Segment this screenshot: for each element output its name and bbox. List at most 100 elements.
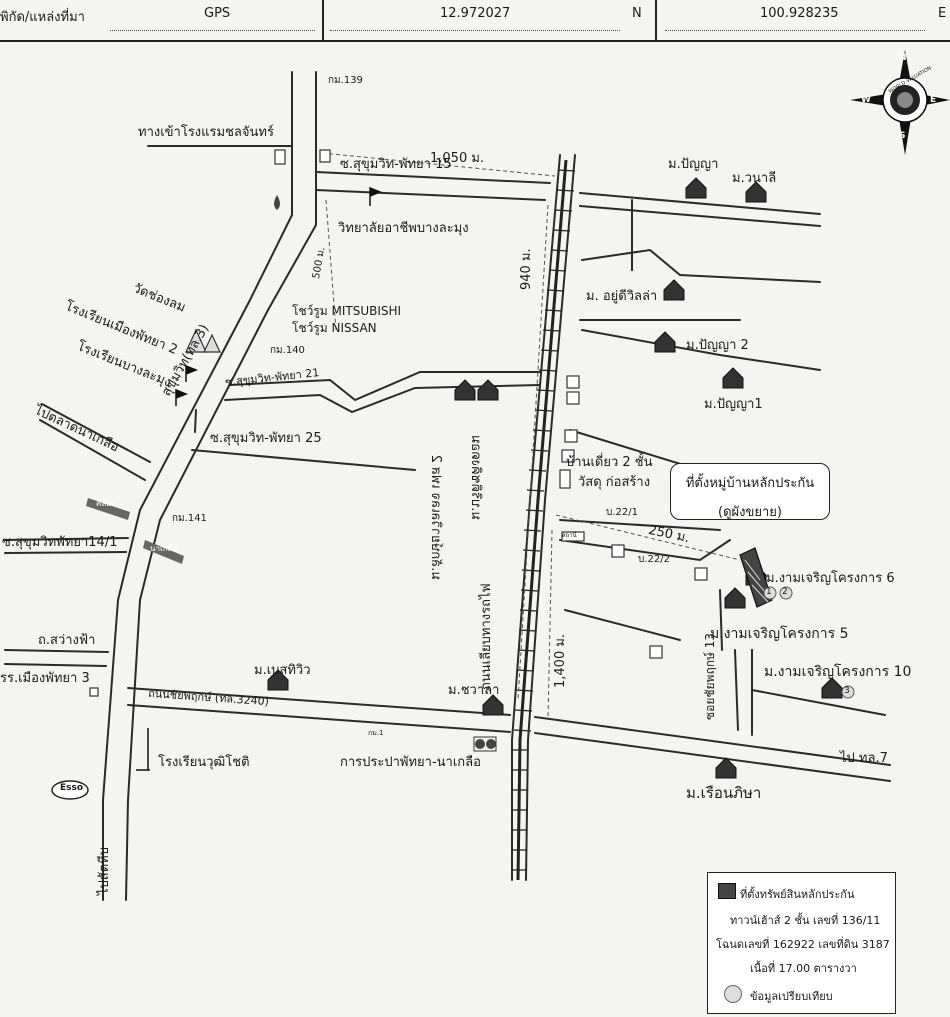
latitude-value: 12.972027 [440,6,511,21]
latitude-direction: N [632,6,642,21]
km141-marker: กม.141 [172,513,207,524]
ngam10-road [751,689,886,716]
soi15-road-edge [315,189,546,201]
label-college: วิทยาลัยอาชีพบางละมุง [338,221,469,236]
chaiyaphruek-road-edge [127,704,511,733]
compass-north: N [899,53,907,63]
label-wanalee: ม.วนาลี [732,171,777,186]
label-school-pattaya3: รร.เมืองพัทยา 3 [0,671,90,686]
soi15-road-edge [315,171,551,184]
east-road [559,519,721,531]
soi14-road-edge [4,551,127,554]
label-b22-1: บ.22/1 [606,507,638,518]
east-road [564,609,681,641]
east-road [559,539,731,562]
utility-icons [274,195,496,749]
subject-callout: ที่ตั้งหมู่บ้านหลักประกัน (ดูผังขยาย) [670,463,830,520]
subject-swatch [718,883,736,899]
temple-icon [185,328,221,353]
label-to-sattahip: ไปสัตหีบ [97,847,112,895]
label-punya1: ม.ปัญญา1 [704,397,763,412]
km139-marker: กม.139 [328,75,363,86]
label-canal: คลอง [96,499,115,508]
sukhumvit-road-edge [125,71,317,901]
house-icon [267,669,289,691]
longitude-direction: E [938,6,947,21]
label-chawala: ม.ชวาลา [448,683,500,698]
east-road [581,248,821,283]
dotted-underline [665,30,925,31]
label-soi14-1: ซ.สุขุมวิทพัทยา14/1 [2,535,118,550]
comparable-swatch [724,985,742,1003]
house-icon [722,367,744,389]
house-icon [454,379,476,401]
dotted-underline [330,30,620,31]
market-road-edge [39,419,146,481]
east-road [581,329,821,371]
label-lakya: ม.ลักษ์ยาวิลเลจ เฟส 2 [428,454,443,580]
label-ngam10: ม.งามเจริญโครงการ 10 [764,664,912,680]
house-icon [482,694,504,716]
header-divider [655,0,657,40]
legend-compare: ข้อมูลเปรียบเทียบ [750,990,833,1003]
sawangfa-road-edge [4,663,107,667]
legend-line2: โฉนดเลขที่ 162922 เลขที่ดิน 3187 [716,938,890,951]
house-icon [821,677,843,699]
soi-stub [194,409,197,433]
label-besview: ม.เบสทิวิว [254,663,311,678]
dotted-underline [110,30,315,31]
label-soi25: ซ.สุขุมวิท-พัทยา 25 [210,431,322,446]
soi21-road-edge [229,371,541,402]
soi14-road-edge [4,537,129,541]
coordinates-label: พิกัด/แหล่งที่มา [0,10,85,25]
coordinates-header: พิกัด/แหล่งที่มา GPS 12.972027 N 100.928… [0,0,950,42]
compass-west: W [861,95,871,105]
label-ngam6: ม.งามเจริญโครงการ 6 [766,571,895,586]
label-naklue: นาเกลือ [150,544,178,553]
house-icon [745,181,767,203]
esso-text: Esso [60,783,84,793]
header-divider [322,0,324,40]
label-station: สถานี [562,532,577,539]
label-soi15: ซ.สุขุมวิท-พัทยา 15 [340,157,452,172]
house-icon [663,279,685,301]
house-icons [267,177,843,779]
label-soi-chaiyaphruek13: ซอยชัยพฤกษ์ 13 [703,633,717,720]
gps-source: GPS [204,6,231,21]
comparable-2: 2 [782,587,788,597]
longitude-value: 100.928235 [760,6,839,21]
sawangfa-road-edge [4,649,109,653]
chaiyaphruek-road-edge [127,687,511,716]
label-school-wuttichot: โรงเรียนวุฒิโชติ [158,755,250,770]
comparable-markers [763,586,855,699]
label-rail-road: ถนนเลียบทางรถไฟ [479,583,494,690]
comparable-1: 1 [766,587,772,597]
legend-subject-title: ที่ตั้งทรัพย์สินหลักประกัน [740,888,855,901]
compass-east: E [930,95,937,105]
building-squares [89,149,708,697]
label-waterworks: การประปาพัทยา-นาเกลือ [340,755,481,770]
railway-ties [511,169,576,871]
house-icon [724,587,746,609]
house-icon [654,331,676,353]
compass-south: S [899,131,906,141]
callout-line1: ที่ตั้งหมู่บ้านหลักประกัน [685,476,815,491]
label-rueanphisa: ม.เรือนภิษา [686,784,762,802]
label-punya2: ม.ปัญญา 2 [686,338,749,353]
soi-chaiyaphruek13 [734,649,739,731]
esso-logo [51,780,89,800]
legend-line3: เนื้อที่ 17.00 ตารางวา [750,962,857,975]
house-icon [685,177,707,199]
label-nissan: โชว์รูม NISSAN [292,321,377,335]
distance-lines [321,152,741,721]
label-kingdom: ม.บริติชคิงดอม [468,434,483,520]
label-sawangfa: ถ.สว่างฟ้า [38,633,96,648]
legend-line1: ทาวน์เฮ้าส์ 2 ชั้น เลขที่ 136/11 [730,914,881,927]
km1-marker: กม.1 [368,729,384,737]
label-punya: ม.ปัญญา [668,157,719,172]
callout-line2: (ดูผังขยาย) [718,505,782,520]
waterworks-box [473,736,497,752]
house-icon [477,379,499,401]
label-materials: วัสดุ ก่อสร้าง [578,475,651,490]
